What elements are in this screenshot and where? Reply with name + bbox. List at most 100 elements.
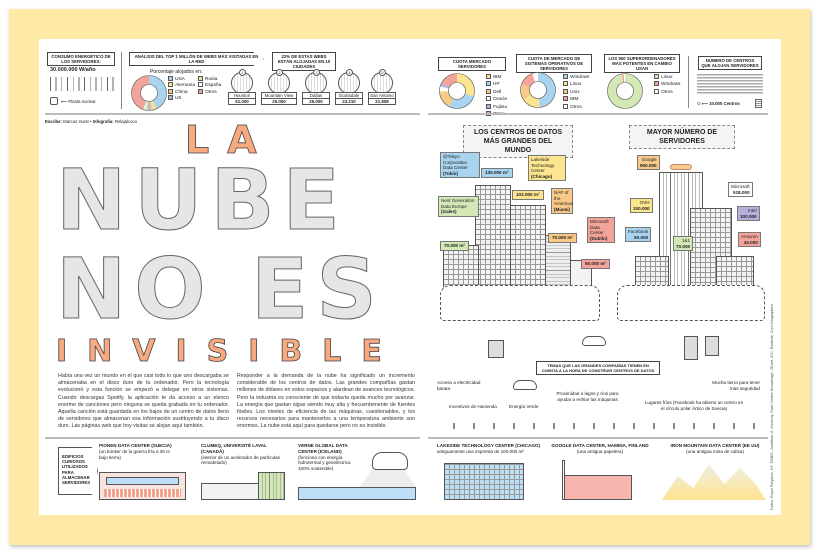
byline-separator: • xyxy=(89,119,92,124)
curious-name: IRON MOUNTAIN DATA CENTER (EE UU) xyxy=(670,443,760,448)
company-servers: 518.000 xyxy=(733,189,750,195)
centers-unit-row: ⊙ ⟵ 10.000 Centros xyxy=(697,101,740,106)
server-market-donut xyxy=(439,73,475,109)
cooling-unit-icon xyxy=(705,336,719,356)
legend-label: Linux xyxy=(570,82,582,88)
most-servers-title: MAYOR NÚMERO DE SERVIDORES xyxy=(629,125,735,149)
datacenter-area: 50.000 m² xyxy=(581,259,610,269)
legend-swatch xyxy=(486,88,491,94)
legend-item: Rusia xyxy=(198,76,228,82)
legend-label: Otros xyxy=(205,89,217,95)
legend-label: UK xyxy=(175,96,182,102)
city-name: Dallas xyxy=(302,92,330,99)
legend-item: IBM xyxy=(486,74,507,81)
legend-item: UK xyxy=(168,95,198,101)
legend-swatch xyxy=(563,96,568,102)
legend-swatch xyxy=(486,81,491,87)
theme-item: Acceso a electricidad barata xyxy=(437,380,481,391)
city-skyline-icon: 2 xyxy=(268,69,290,94)
donut-segment-linux xyxy=(520,72,556,108)
building-icon xyxy=(755,99,762,108)
legend-swatch xyxy=(168,82,173,88)
donut-segment-otros xyxy=(131,75,167,111)
legend-label: HP xyxy=(493,82,500,88)
legend-label: España xyxy=(205,83,222,89)
largest-title: LOS CENTROS DE DATOS MÁS GRANDES DEL MUN… xyxy=(463,125,573,158)
company-servers: 60.000 xyxy=(634,234,649,240)
donut-segment-unix xyxy=(520,72,556,108)
helicopter-icon xyxy=(670,164,692,170)
legend-swatch xyxy=(198,88,203,94)
centers-bars xyxy=(697,74,763,95)
datacenter-name: NAP of the Americas xyxy=(554,190,574,207)
plant-label: ⟵ Planta nuclear xyxy=(61,99,96,104)
centers-title: NÚMERO DE CENTROS QUE ALOJAN SERVIDORES xyxy=(698,56,762,70)
supercomputers-title: LOS 500 SUPERORDENADORES MÁS POTENTES EN… xyxy=(604,54,680,73)
company-servers: 40.000 xyxy=(743,239,758,245)
chimney xyxy=(562,460,565,500)
datacenter-city: (Tokio) xyxy=(443,170,458,176)
donut-segment-uk xyxy=(131,75,167,111)
lakeside-building xyxy=(510,205,546,300)
clumeq-building xyxy=(201,483,259,500)
datacenter-name: @Tokyo Corporation Data Center xyxy=(443,154,468,171)
theme-item: Proximidad a lagos y ríos para ayudar a … xyxy=(556,391,619,402)
legend-label: China xyxy=(175,89,188,95)
google-hamina-building xyxy=(564,475,632,500)
os-market-title: CUOTA DE MERCADO DE SISTEMAS OPERATIVOS … xyxy=(516,54,592,73)
ground-markers xyxy=(435,423,765,429)
legend-item: Windows xyxy=(654,81,680,88)
curious-name: VERNE GLOBAL DATA CENTER (ICELAND) xyxy=(298,443,348,454)
clumeq-tower xyxy=(258,472,285,500)
pionen-building xyxy=(99,472,186,500)
donut-outline xyxy=(607,73,643,109)
legend-swatch xyxy=(563,74,568,79)
legend-swatch xyxy=(654,81,659,87)
donut-outline xyxy=(529,81,547,99)
legend-item: USA xyxy=(168,76,198,82)
datacenter-city: (Chicago) xyxy=(531,173,553,179)
os-market-donut xyxy=(520,72,556,108)
curious-title: EDIFICIOS CURIOSOS UTILIZADOS PARA ALMAC… xyxy=(58,447,98,495)
server-icons-grid xyxy=(48,77,116,91)
divider-bottom-right xyxy=(428,437,768,439)
curious-name: PIONEN DATA CENTER (SUECIA) xyxy=(99,443,172,448)
curious-desc: (interior de un acelerador de partículas… xyxy=(201,454,280,466)
curious-desc: (funciona con energía hidrotermal y geoe… xyxy=(298,454,351,472)
city-rank: 1 xyxy=(239,69,246,76)
datacenter-city: (Miami) xyxy=(554,206,571,212)
datacenter-area: 70.000 m² xyxy=(548,233,577,243)
legend-swatch xyxy=(486,74,491,79)
donut-outline xyxy=(520,72,556,108)
legend-item: Windows xyxy=(563,74,589,81)
legend-item: IBM xyxy=(563,96,589,103)
legend-label: Otros xyxy=(661,89,673,95)
curious-name: GOOGLE DATA CENTER, HAMINA, FINLAND xyxy=(551,443,649,448)
legend-swatch xyxy=(486,103,491,109)
city-skyline-icon: 1 xyxy=(231,69,253,94)
cloud-right xyxy=(617,285,765,321)
divider-top-right xyxy=(428,113,768,115)
legend-label: Otros xyxy=(570,104,582,110)
body-column-1: Había una vez un mundo en el que casi to… xyxy=(58,373,229,430)
city-rank: 4 xyxy=(346,69,353,76)
themes-title: TEMAS QUE LAS GRANDES COMPAÑÍAS TIENEN E… xyxy=(536,361,660,375)
city-value: 21.808 xyxy=(368,99,396,105)
datacenter-area: 70.000 m² xyxy=(440,241,469,251)
legend-label: Linux xyxy=(661,75,673,80)
company-name: Amazon xyxy=(741,234,758,239)
cloud xyxy=(372,452,408,470)
